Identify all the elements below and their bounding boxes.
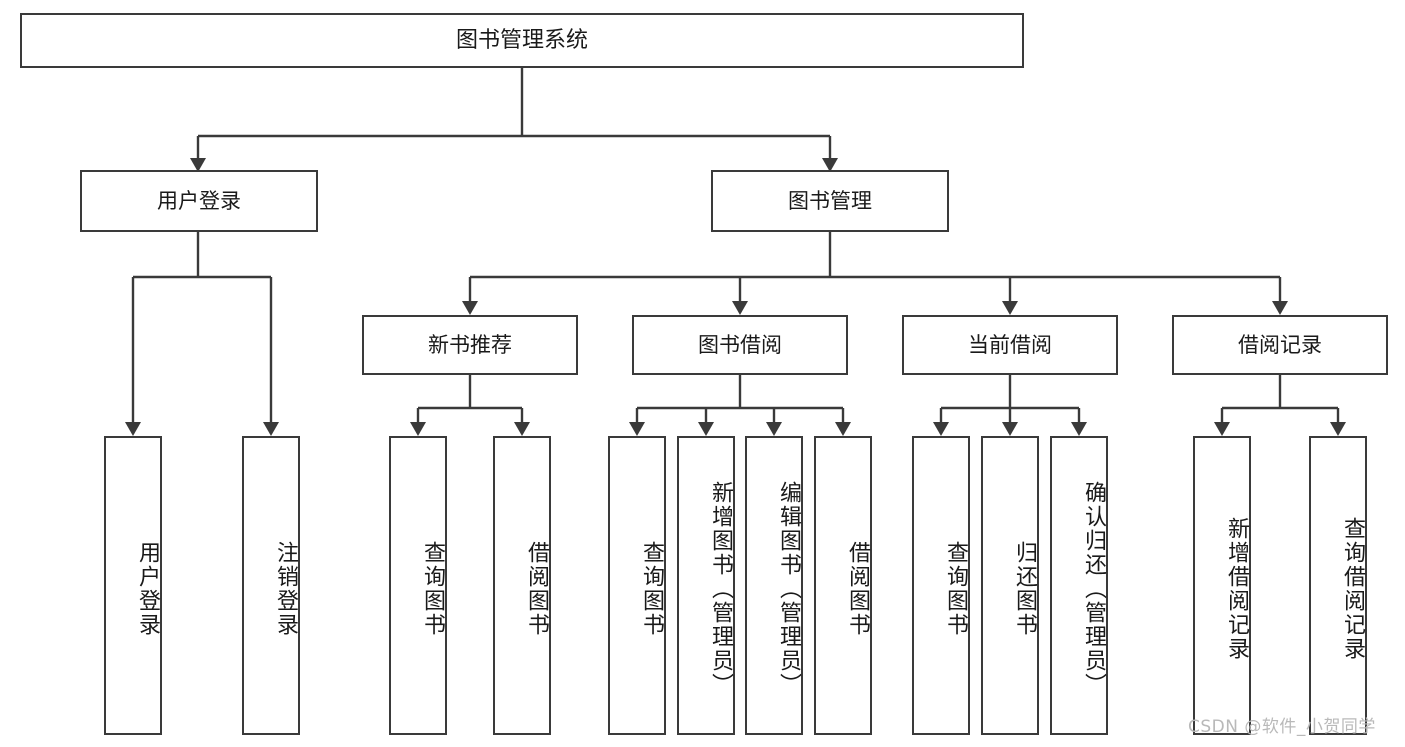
- arrow-leaf-user-login: [125, 422, 141, 436]
- node-label: 图书借阅: [698, 332, 782, 357]
- node-leaf-query-book-3[interactable]: 查询图书: [912, 436, 970, 735]
- node-leaf-confirm-return[interactable]: 确认归还（管理员）: [1050, 436, 1108, 735]
- node-leaf-add-book[interactable]: 新增图书（管理员）: [677, 436, 735, 735]
- arrow-to-new-book-recommend: [462, 301, 478, 315]
- arrow-leaf-logout-login: [263, 422, 279, 436]
- node-label: 查询图书: [420, 540, 445, 637]
- arrow-leaf-borrow-book-2: [835, 422, 851, 436]
- node-label: 新书推荐: [428, 332, 512, 357]
- csdn-watermark: CSDN @软件_小贺同学: [1188, 717, 1376, 737]
- node-label: 借阅图书: [845, 540, 870, 637]
- node-label: 图书管理: [788, 188, 872, 213]
- node-leaf-edit-book[interactable]: 编辑图书（管理员）: [745, 436, 803, 735]
- node-new-book-recommend[interactable]: 新书推荐: [362, 315, 578, 375]
- arrow-leaf-borrow-book-1: [514, 422, 530, 436]
- arrow-to-current-borrow: [1002, 301, 1018, 315]
- arrow-leaf-confirm-return: [1071, 422, 1087, 436]
- node-label: 注销登录: [273, 540, 298, 637]
- node-leaf-add-record[interactable]: 新增借阅记录: [1193, 436, 1251, 735]
- node-label: 用户登录: [135, 540, 160, 637]
- node-label: 当前借阅: [968, 332, 1052, 357]
- node-leaf-query-record[interactable]: 查询借阅记录: [1309, 436, 1367, 735]
- node-label: 新增借阅记录: [1224, 516, 1249, 661]
- arrow-to-book-borrow: [732, 301, 748, 315]
- arrow-leaf-query-record: [1330, 422, 1346, 436]
- node-leaf-logout-login[interactable]: 注销登录: [242, 436, 300, 735]
- node-leaf-query-book-1[interactable]: 查询图书: [389, 436, 447, 735]
- node-book-manage[interactable]: 图书管理: [711, 170, 949, 232]
- arrow-leaf-query-book-2: [629, 422, 645, 436]
- node-leaf-return-book[interactable]: 归还图书: [981, 436, 1039, 735]
- node-leaf-query-book-2[interactable]: 查询图书: [608, 436, 666, 735]
- arrow-to-borrow-record: [1272, 301, 1288, 315]
- arrow-leaf-add-book: [698, 422, 714, 436]
- node-root-book-management-system[interactable]: 图书管理系统: [20, 13, 1024, 68]
- node-current-borrow[interactable]: 当前借阅: [902, 315, 1118, 375]
- arrow-leaf-query-book-1: [410, 422, 426, 436]
- node-leaf-borrow-book-1[interactable]: 借阅图书: [493, 436, 551, 735]
- node-label: 新增图书（管理员）: [708, 480, 733, 697]
- node-label: 图书管理系统: [455, 27, 588, 53]
- node-borrow-record[interactable]: 借阅记录: [1172, 315, 1388, 375]
- node-label: 查询图书: [639, 540, 664, 637]
- node-label: 归还图书: [1012, 540, 1037, 637]
- arrow-leaf-add-record: [1214, 422, 1230, 436]
- node-label: 借阅图书: [524, 540, 549, 637]
- node-label: 查询借阅记录: [1340, 516, 1365, 661]
- node-label: 用户登录: [157, 188, 241, 213]
- node-label: 编辑图书（管理员）: [776, 480, 801, 697]
- node-leaf-user-login[interactable]: 用户登录: [104, 436, 162, 735]
- arrow-leaf-edit-book: [766, 422, 782, 436]
- node-label: 确认归还（管理员）: [1081, 480, 1106, 697]
- arrow-leaf-query-book-3: [933, 422, 949, 436]
- node-book-borrow[interactable]: 图书借阅: [632, 315, 848, 375]
- node-label: 借阅记录: [1238, 332, 1322, 357]
- arrow-leaf-return-book: [1002, 422, 1018, 436]
- node-user-login[interactable]: 用户登录: [80, 170, 318, 232]
- node-leaf-borrow-book-2[interactable]: 借阅图书: [814, 436, 872, 735]
- node-label: 查询图书: [943, 540, 968, 637]
